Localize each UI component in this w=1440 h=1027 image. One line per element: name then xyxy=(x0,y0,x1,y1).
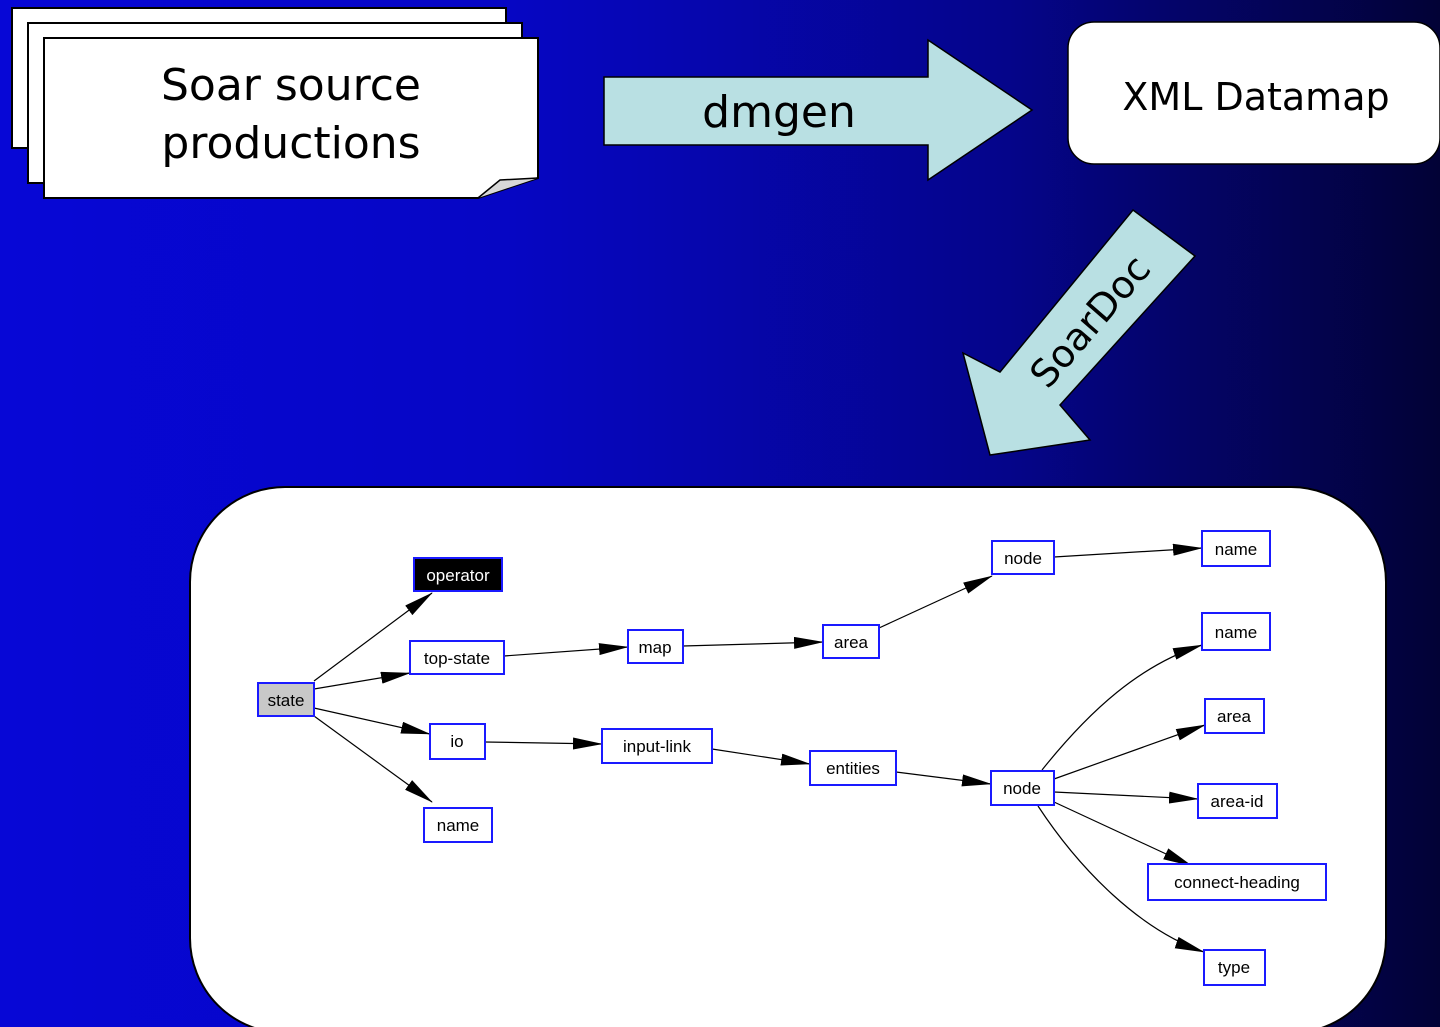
node-type: type xyxy=(1203,949,1266,986)
svg-text:operator: operator xyxy=(426,566,490,585)
svg-text:entities: entities xyxy=(826,759,880,778)
svg-text:connect-heading: connect-heading xyxy=(1174,873,1300,892)
dmgen-arrow: dmgen xyxy=(603,38,1034,182)
edge-node-areaid xyxy=(1053,791,1199,804)
edge-node-area xyxy=(1053,724,1206,780)
svg-text:name: name xyxy=(1215,540,1258,559)
edge-map-area xyxy=(682,636,824,649)
source-label-line2: productions xyxy=(161,118,420,169)
edge-io-inputlink xyxy=(484,737,603,750)
graph-edges xyxy=(313,543,1206,953)
source-productions-document: Soar source productions xyxy=(11,7,539,199)
svg-text:map: map xyxy=(638,638,671,657)
svg-text:area: area xyxy=(1217,707,1252,726)
node-io: io xyxy=(429,723,486,760)
edge-node-name1 xyxy=(1053,543,1203,558)
edge-node-connectheading xyxy=(1053,801,1193,867)
edge-node-type xyxy=(1037,805,1205,953)
xml-datamap-label: XML Datamap xyxy=(1122,75,1389,119)
svg-text:top-state: top-state xyxy=(424,649,490,668)
node-name-r1: name xyxy=(1201,530,1271,567)
edge-area-node xyxy=(878,575,993,629)
source-label-line1: Soar source xyxy=(161,60,421,111)
svg-text:state: state xyxy=(268,691,305,710)
svg-text:node: node xyxy=(1003,779,1041,798)
node-input-link: input-link xyxy=(601,728,713,764)
svg-text:input-link: input-link xyxy=(623,737,692,756)
node-area-mid: area xyxy=(822,624,880,659)
soardoc-arrow: SoarDoc xyxy=(961,208,1197,456)
node-area-id: area-id xyxy=(1197,783,1278,819)
svg-text:io: io xyxy=(450,732,463,751)
node-map: map xyxy=(627,629,684,664)
node-area-r: area xyxy=(1204,698,1265,734)
edge-inputlink-entities xyxy=(711,748,811,766)
svg-text:name: name xyxy=(1215,623,1258,642)
xml-datamap-box: XML Datamap xyxy=(1067,21,1440,165)
node-top-state: top-state xyxy=(409,640,505,675)
edge-state-operator xyxy=(313,592,433,682)
edge-topstate-map xyxy=(503,643,629,657)
edge-entities-node xyxy=(895,771,992,787)
node-connect-heading: connect-heading xyxy=(1147,863,1327,901)
edge-state-io xyxy=(313,707,431,735)
node-entities: entities xyxy=(809,750,897,786)
graph-nodes: state operator top-state io name map inp… xyxy=(257,530,1327,986)
node-state: state xyxy=(257,682,315,717)
node-name-r2: name xyxy=(1201,612,1271,651)
svg-text:node: node xyxy=(1004,549,1042,568)
svg-text:area: area xyxy=(834,633,869,652)
edge-state-topstate xyxy=(313,671,411,690)
edge-node-name2 xyxy=(1041,644,1203,771)
node-node-bottom: node xyxy=(990,770,1055,806)
node-node-top: node xyxy=(991,540,1055,575)
dmgen-label: dmgen xyxy=(702,87,856,138)
node-name-left: name xyxy=(423,807,493,843)
svg-text:area-id: area-id xyxy=(1211,792,1264,811)
edge-state-name xyxy=(313,715,433,803)
svg-text:name: name xyxy=(437,816,480,835)
svg-text:type: type xyxy=(1218,958,1250,977)
node-operator: operator xyxy=(413,557,503,592)
